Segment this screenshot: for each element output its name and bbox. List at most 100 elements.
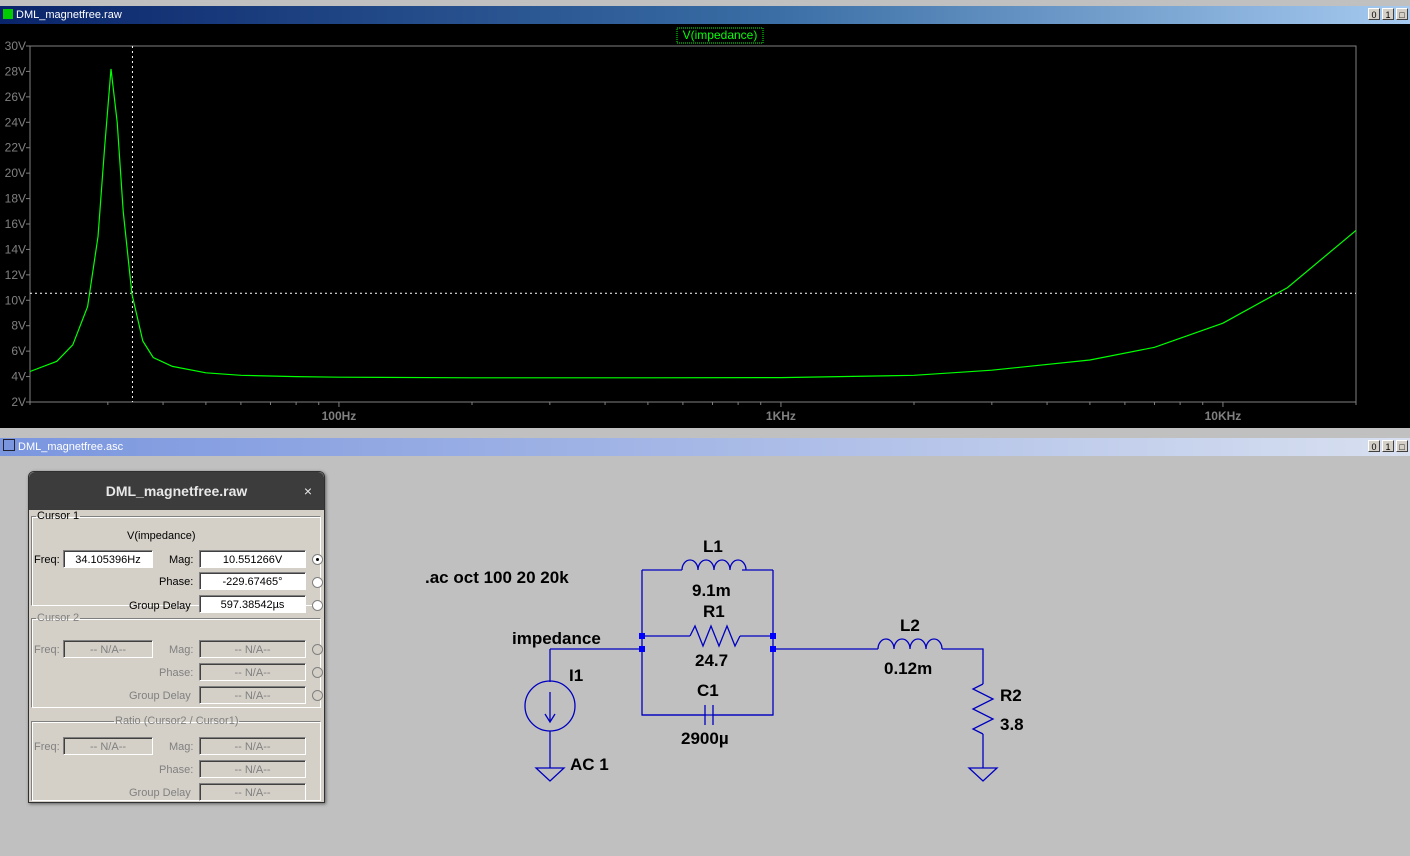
L1-value[interactable]: 9.1m [692,581,731,600]
inductor-L2[interactable] [877,638,943,650]
plot-window-titlebar[interactable]: DML_magnetfree.raw 0 1 □ [0,6,1410,24]
cursor-dialog[interactable]: DML_magnetfree.raw × Cursor 1 V(impedanc… [28,471,325,803]
freq-label: Freq: [34,644,60,656]
ground-symbol [967,767,999,782]
net-label-impedance[interactable]: impedance [512,629,601,648]
group-delay-label: Group Delay [129,690,191,702]
group-delay-label: Group Delay [129,600,191,612]
maximize-button[interactable]: □ [1396,440,1408,452]
cursor-dialog-header[interactable]: DML_magnetfree.raw × [29,472,324,510]
spice-directive[interactable]: .ac oct 100 20 20k [425,568,569,587]
junction-dot [770,633,776,639]
freq-label: Freq: [34,741,60,753]
y-tick-label: 14V [5,242,26,256]
cursor-dialog-title: DML_magnetfree.raw [105,483,248,499]
current-arrow [544,692,556,724]
cursor1-phase-radio[interactable] [312,577,323,588]
cursor1-freq-field[interactable]: 34.105396Hz [63,550,153,568]
junction-dot [770,646,776,652]
schematic-window-titlebar[interactable]: DML_magnetfree.asc 0 1 □ [0,438,1410,456]
x-tick-label: 10KHz [1205,409,1242,423]
y-tick-label: 12V [5,268,26,282]
cursor2-freq-field: -- N/A-- [63,640,153,658]
y-tick-label: 20V [5,166,26,180]
cursor1-group-delay-radio[interactable] [312,600,323,611]
I1-value[interactable]: AC 1 [570,755,609,774]
series-line-impedance [29,68,1357,379]
phase-label: Phase: [159,764,194,776]
C1-name[interactable]: C1 [697,681,719,700]
y-tick-label: 18V [5,192,26,206]
restore-button[interactable]: 1 [1382,440,1394,452]
phase-label: Phase: [159,576,194,588]
ground-symbol [534,767,566,782]
cursor1-mag-radio[interactable] [312,554,323,565]
R2-name[interactable]: R2 [1000,686,1022,705]
waveform-chart[interactable]: 30V28V26V24V22V20V18V16V14V12V10V8V6V4V2… [0,24,1410,428]
R1-name[interactable]: R1 [703,602,725,621]
schematic-drawing[interactable] [0,456,1410,856]
mag-label: Mag: [169,644,194,656]
x-tick-label: 100Hz [322,409,357,423]
cursor2-group: Cursor 2 Freq: -- N/A-- Mag: -- N/A-- Ph… [31,612,323,708]
plot-window-controls: 0 1 □ [1368,8,1408,20]
minimize-button[interactable]: 0 [1368,8,1380,20]
y-tick-label: 6V [11,344,26,358]
cursor1-phase-field[interactable]: -229.67465° [199,572,306,590]
ratio-group-delay-field: -- N/A-- [199,783,306,801]
mag-label: Mag: [169,554,194,566]
y-tick-label: 28V [5,64,26,78]
R1-value[interactable]: 24.7 [695,651,729,670]
y-tick-label: 24V [5,115,26,129]
y-tick-label: 4V [11,370,26,384]
trace-label-box [676,27,764,44]
cursor1-group-delay-field[interactable]: 597.38542µs [199,595,306,613]
y-tick-label: 8V [11,319,26,333]
wire [641,570,774,716]
ratio-legend: Ratio (Cursor2 / Cursor1) [115,715,239,727]
y-tick-label: 10V [5,293,26,307]
schematic-window-controls: 0 1 □ [1368,440,1408,452]
cursor2-mag-field: -- N/A-- [199,640,306,658]
cursor2-mag-radio [312,644,323,655]
cursor1-mag-field[interactable]: 10.551266V [199,550,306,568]
C1-value[interactable]: 2900µ [681,729,729,748]
cursor2-phase-radio [312,667,323,678]
wire [942,648,984,684]
y-tick-label: 30V [5,39,26,53]
y-tick-label: 22V [5,141,26,155]
ratio-mag-field: -- N/A-- [199,737,306,755]
plot-window-title: DML_magnetfree.raw [16,9,122,21]
minimize-button[interactable]: 0 [1368,440,1380,452]
cursor2-legend: Cursor 2 [37,612,80,624]
L1-name[interactable]: L1 [703,537,723,556]
resistor-R2[interactable] [971,683,995,735]
cursor1-legend: Cursor 1 [37,510,80,522]
freq-label: Freq: [34,554,60,566]
cursor2-phase-field: -- N/A-- [199,663,306,681]
ratio-group: Ratio (Cursor2 / Cursor1) Freq: -- N/A--… [31,715,321,801]
restore-button[interactable]: 1 [1382,8,1394,20]
cursor1-group: Cursor 1 V(impedance) Freq: 34.105396Hz … [31,510,323,613]
close-icon[interactable]: × [303,483,312,499]
trace-label: V(impedance) [683,28,758,42]
capacitor-C1[interactable] [704,705,714,725]
x-tick-label: 1KHz [766,409,796,423]
cursor2-group-delay-field: -- N/A-- [199,686,306,704]
schematic-window-title: DML_magnetfree.asc [18,441,124,453]
y-tick-label: 2V [11,395,26,409]
inductor-L1[interactable] [681,559,747,571]
y-tick-label: 16V [5,217,26,231]
cursor1-trace: V(impedance) [127,530,196,542]
ratio-phase-field: -- N/A-- [199,760,306,778]
R2-value[interactable]: 3.8 [1000,715,1024,734]
L2-name[interactable]: L2 [900,616,920,635]
resistor-R1[interactable] [689,624,741,648]
L2-value[interactable]: 0.12m [884,659,933,678]
ratio-freq-field: -- N/A-- [63,737,153,755]
maximize-button[interactable]: □ [1396,8,1408,20]
junction-dot [639,646,645,652]
junction-dot [639,633,645,639]
I1-name[interactable]: I1 [569,666,584,685]
